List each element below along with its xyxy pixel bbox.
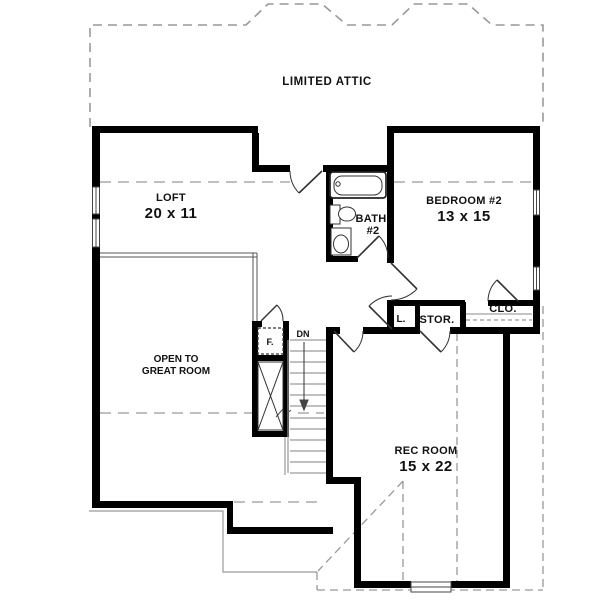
rec-room-dimension: 15 x 22 [399, 458, 453, 475]
walls [92, 126, 540, 588]
loft-label: LOFT [156, 192, 186, 204]
bath-label: BATH [356, 213, 387, 225]
attic-label: LIMITED ATTIC [282, 76, 372, 88]
attic-roof-outline [89, 3, 544, 127]
stair-down-arrow [299, 342, 309, 412]
door-bath [356, 235, 389, 259]
bedroom2-label: BEDROOM #2 [426, 195, 502, 207]
windows [92, 186, 540, 593]
door-linen [368, 295, 393, 330]
door-loft [289, 170, 323, 194]
door-storage [419, 330, 451, 353]
furnace-chase [257, 327, 284, 431]
staircase [284, 339, 326, 475]
ceiling-height-lines [100, 181, 533, 503]
bedroom2-dimension: 13 x 15 [437, 208, 491, 225]
sink-icon [329, 204, 356, 225]
open-area-label-line2: GREAT ROOM [142, 366, 210, 377]
closet-rod-shelf [466, 313, 532, 321]
door-closet [487, 279, 519, 302]
storage-label: STOR. [420, 314, 455, 326]
door-rec-room [333, 330, 364, 353]
loft-dimension: 20 x 11 [145, 205, 198, 222]
door-swings [260, 170, 519, 353]
rec-room-label: REC ROOM [395, 445, 458, 457]
roof-lines-lower [316, 306, 544, 591]
chase-box [257, 361, 284, 431]
bathtub-icon [329, 171, 387, 199]
bath-number: #2 [367, 225, 380, 237]
first-floor-edge-outline [89, 510, 317, 573]
closet-label: CLO. [489, 303, 516, 315]
door-bedroom2 [390, 262, 418, 301]
down-label: DN [297, 329, 310, 339]
toilet-icon [330, 227, 352, 256]
open-area-label-line1: OPEN TO [154, 354, 199, 365]
linen-label: L. [397, 314, 406, 325]
bath-fixtures [329, 171, 387, 256]
furnace-box [257, 327, 284, 355]
furnace-label: F. [266, 337, 273, 347]
open-area-edge [100, 252, 258, 321]
door-furnace [260, 304, 284, 322]
